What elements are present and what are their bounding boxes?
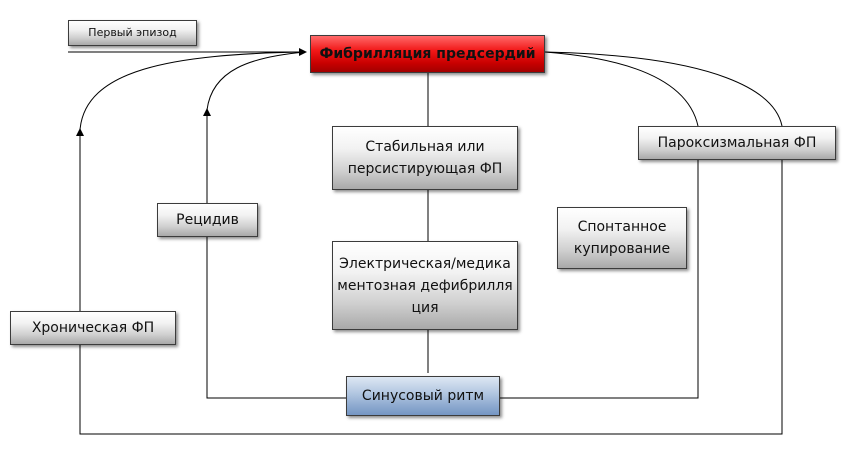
af-box: Фибрилляция предсердий <box>310 35 545 73</box>
edge-af-to-paroxysmal-inner <box>544 51 699 127</box>
sinus-rhythm-label: Синусовый ритм <box>361 388 485 404</box>
cardioversion-label: Электрическая/медикаментозная дефибрилля… <box>337 255 513 316</box>
relapse-box: Рецидив <box>157 203 258 237</box>
af-label: Фибрилляция предсердий <box>319 46 536 62</box>
paroxysmal-label: Пароксизмальная ФП <box>657 135 817 151</box>
relapse-label: Рецидив <box>176 212 239 228</box>
chronic-box: Хроническая ФП <box>10 311 176 345</box>
cardioversion-box: Электрическая/медикаментозная дефибрилля… <box>332 241 518 330</box>
edge-relapse-curve-to-af <box>206 51 306 111</box>
paroxysmal-box: Пароксизмальная ФП <box>638 126 836 160</box>
stable-persistent-box: Стабильная или персистирующая ФП <box>332 126 518 190</box>
edge-paroxysmal-to-sinus <box>500 160 699 399</box>
edge-af-to-paroxysmal-outer <box>544 51 783 127</box>
stable-persistent-label: Стабильная или персистирующая ФП <box>347 139 503 177</box>
spontaneous-termination-box: Спонтанное купирование <box>557 207 687 269</box>
first-episode-box: Первый эпизод <box>68 20 197 46</box>
edge-chronic-curve-to-af <box>79 51 306 131</box>
spontaneous-termination-label: Спонтанное купирование <box>573 219 671 257</box>
edge-bottom-loop <box>76 128 783 435</box>
chronic-label: Хроническая ФП <box>31 320 155 336</box>
first-episode-label: Первый эпизод <box>88 26 177 39</box>
edge-sinus-relapse-loop <box>203 108 346 399</box>
sinus-rhythm-box: Синусовый ритм <box>346 376 500 416</box>
